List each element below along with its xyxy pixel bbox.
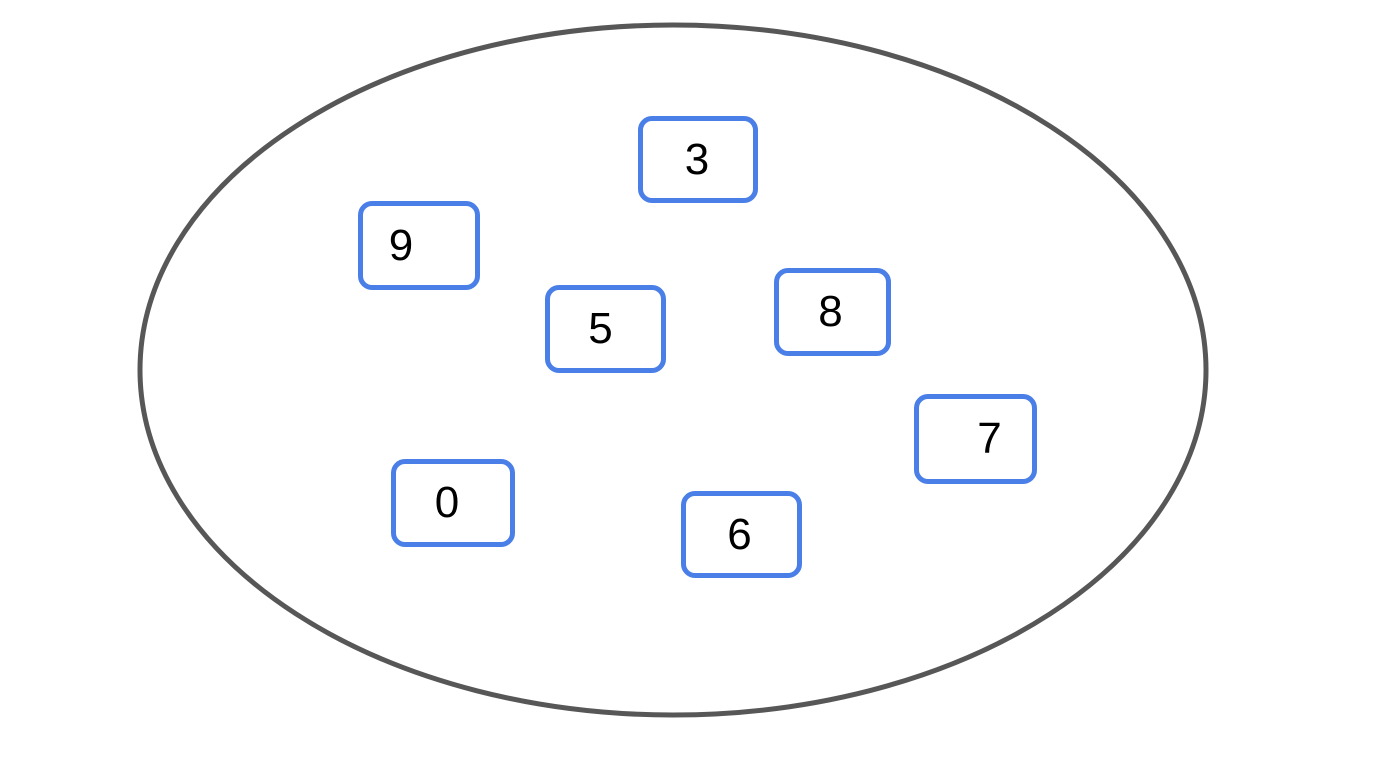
node-3-label: 3 [684,134,710,184]
node-0[interactable]: 0 [391,459,515,547]
node-5[interactable]: 5 [545,285,666,373]
node-6[interactable]: 6 [681,491,802,578]
node-5-label: 5 [588,304,613,353]
node-9[interactable]: 9 [358,201,480,290]
node-8-label: 8 [818,287,843,336]
node-0-label: 0 [434,478,460,527]
node-9-label: 9 [388,220,414,270]
node-6-label: 6 [727,509,752,559]
node-8[interactable]: 8 [774,268,891,356]
node-7-label: 7 [977,414,1002,463]
set-boundary-ellipse [137,22,1209,718]
node-3[interactable]: 3 [638,116,758,203]
node-7[interactable]: 7 [914,394,1037,484]
